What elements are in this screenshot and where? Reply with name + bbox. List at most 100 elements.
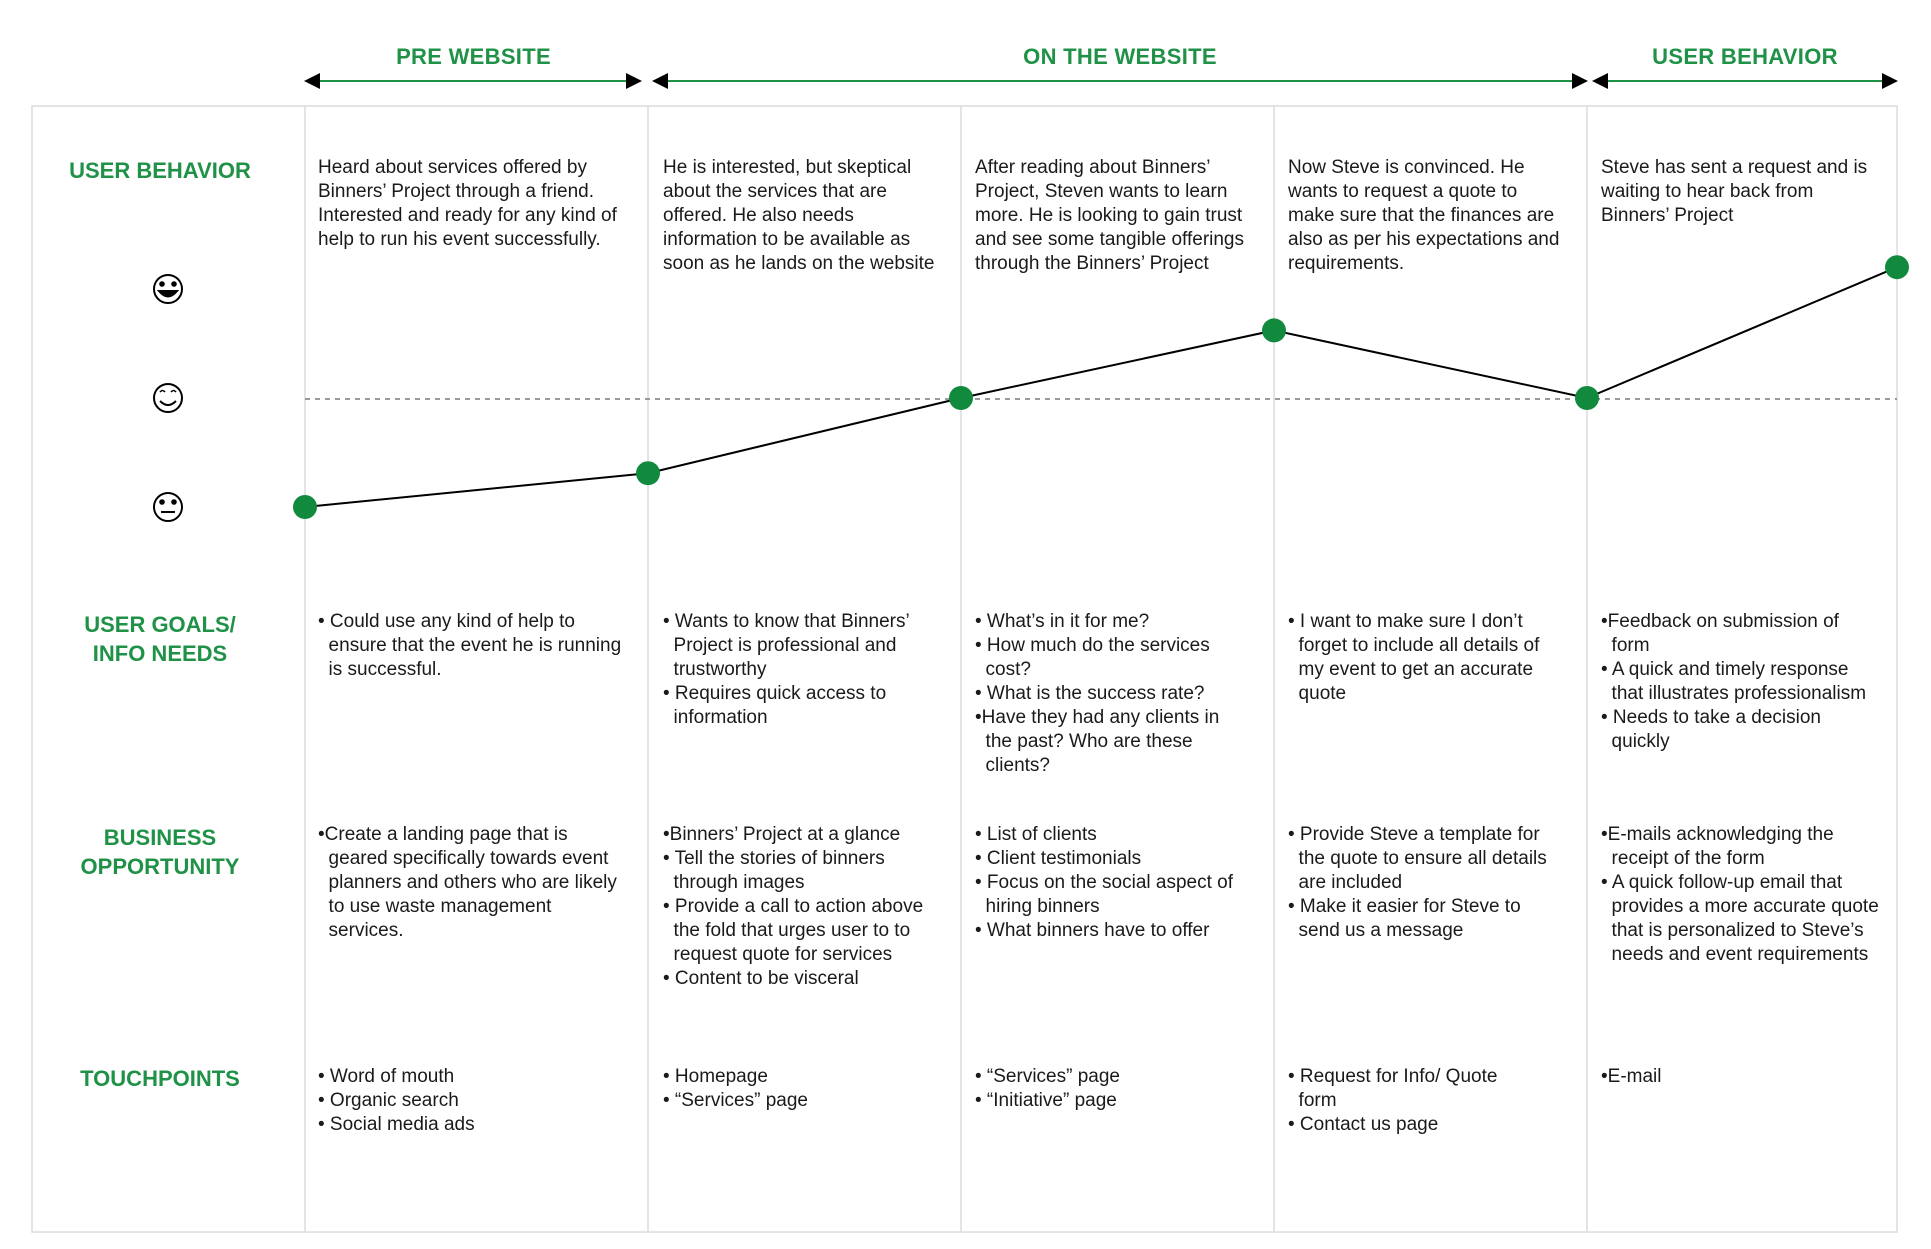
cell-opportunity-text: •E-mails acknowledging the receipt of th… <box>1601 823 1891 967</box>
cell-line: soon as he lands on the website <box>663 253 935 274</box>
outer-frame <box>31 105 1898 1233</box>
cell-line: clients? <box>975 755 1050 776</box>
cell-line: services. <box>318 920 404 941</box>
cell-line: Interested and ready for any kind of <box>318 205 617 226</box>
cell-behavior-text: Steve has sent a request and is waiting t… <box>1601 156 1891 228</box>
cell-line: • “Services” page <box>663 1090 808 1111</box>
cell-line: •Create a landing page that is <box>318 824 568 845</box>
arrowhead-left <box>1592 73 1608 89</box>
cell-line: •Have they had any clients in <box>975 707 1220 728</box>
cell-line: After reading about Binners’ <box>975 157 1211 178</box>
cell-line: • Make it easier for Steve to <box>1288 896 1521 917</box>
cell-line: my event to get an accurate <box>1288 659 1534 680</box>
cell-behavior-text: Now Steve is convinced. He wants to reque… <box>1288 156 1584 276</box>
cell-line: • Client testimonials <box>975 848 1142 869</box>
cell-line: also as per his expectations and <box>1288 229 1560 250</box>
cell-line: cost? <box>975 659 1031 680</box>
cell-touchpoints-text: • “Services” page • “Initiative” page <box>975 1065 1271 1113</box>
cell-line: quickly <box>1601 731 1670 752</box>
cell-line: • List of clients <box>975 824 1097 845</box>
phase-label-on-website: ON THE WEBSITE <box>1023 44 1217 69</box>
cell-line: the quote to ensure all details <box>1288 848 1547 869</box>
arrowhead-left <box>652 73 668 89</box>
cell-touchpoints-text: • Word of mouth• Organic search• Social … <box>318 1065 638 1137</box>
cell-line: Now Steve is convinced. He <box>1288 157 1525 178</box>
cell-line: geared specifically towards event <box>318 848 609 869</box>
phase-label-user-behavior: USER BEHAVIOR <box>1652 44 1838 69</box>
cell-line: Steve has sent a request and is <box>1601 157 1868 178</box>
cell-opportunity-text: •Binners’ Project at a glance • Tell the … <box>663 823 959 991</box>
emotion-point <box>293 495 317 519</box>
cell-line: • Organic search <box>318 1090 459 1111</box>
row-label-touchpoints: TOUCHPOINTS <box>80 1066 240 1091</box>
cell-line: make sure that the finances are <box>1288 205 1555 226</box>
cell-line: quote <box>1288 683 1347 704</box>
cell-line: planners and others who are likely <box>318 872 617 893</box>
cell-goals-text: • Wants to know that Binners’ Project is… <box>663 610 959 730</box>
cell-goals-text: • Could use any kind of help to ensure t… <box>318 610 638 682</box>
cell-line: • How much do the services <box>975 635 1210 656</box>
cell-line: • Homepage <box>663 1066 768 1087</box>
cell-line: ensure that the event he is running <box>318 635 622 656</box>
cell-line: • Provide Steve a template for <box>1288 824 1540 845</box>
cell-opportunity-text: •Create a landing page that is geared sp… <box>318 823 638 943</box>
cell-line: through the Binners’ Project <box>975 253 1209 274</box>
cell-line: • A quick and timely response <box>1601 659 1849 680</box>
cell-behavior-text: After reading about Binners’Project, Ste… <box>975 156 1271 276</box>
cell-line: information to be available as <box>663 229 911 250</box>
cell-line: to use waste management <box>318 896 552 917</box>
cell-line: • Focus on the social aspect of <box>975 872 1234 893</box>
arrowhead-right <box>1572 73 1588 89</box>
cell-line: are included <box>1288 872 1403 893</box>
cell-line: • What is the success rate? <box>975 683 1205 704</box>
row-label-user-behavior: USER BEHAVIOR <box>69 158 251 183</box>
cell-line: receipt of the form <box>1601 848 1765 869</box>
cell-line: is successful. <box>318 659 442 680</box>
cell-line: • I want to make sure I don’t <box>1288 611 1523 632</box>
cell-line: the fold that urges user to to <box>663 920 911 941</box>
cell-line: • Tell the stories of binners <box>663 848 885 869</box>
cell-line: •Feedback on submission of <box>1601 611 1839 632</box>
happy-face-icon <box>153 383 183 413</box>
cell-line: waiting to hear back from <box>1601 181 1814 202</box>
cell-line: trustworthy <box>663 659 767 680</box>
emotion-point <box>1575 386 1599 410</box>
cell-line: • Needs to take a decision <box>1601 707 1822 728</box>
cell-line: Binners’ Project <box>1601 205 1734 226</box>
cell-line: that illustrates professionalism <box>1601 683 1867 704</box>
cell-opportunity-text: • List of clients • Client testimonials • … <box>975 823 1271 943</box>
cell-line: Binners’ Project through a friend. <box>318 181 595 202</box>
cell-opportunity-text: • Provide Steve a template for the quote… <box>1288 823 1584 943</box>
cell-line: He is interested, but skeptical <box>663 157 912 178</box>
cell-line: • Content to be visceral <box>663 968 859 989</box>
cell-line: information <box>663 707 768 728</box>
cell-goals-text: • What’s in it for me?• How much do the … <box>975 610 1271 778</box>
cell-line: more. He is looking to gain trust <box>975 205 1243 226</box>
cell-line: •Binners’ Project at a glance <box>663 824 901 845</box>
cell-line: the past? Who are these <box>975 731 1193 752</box>
cell-goals-text: • I want to make sure I don’t forget to … <box>1288 610 1584 706</box>
arrowhead-right <box>1882 73 1898 89</box>
cell-touchpoints-text: • Request for Info/ Quote form• Contact … <box>1288 1065 1584 1137</box>
cell-line: provides a more accurate quote <box>1601 896 1879 917</box>
row-label-user-goals: USER GOALS/INFO NEEDS <box>84 612 236 666</box>
cell-line: help to run his event successfully. <box>318 229 601 250</box>
cell-line: requirements. <box>1288 253 1405 274</box>
cell-line: • “Initiative” page <box>975 1090 1117 1111</box>
cell-line: and see some tangible offerings <box>975 229 1244 250</box>
cell-line: • Provide a call to action above <box>663 896 924 917</box>
arrowhead-right <box>626 73 642 89</box>
cell-line: form <box>1601 635 1650 656</box>
emotion-point <box>949 386 973 410</box>
emotion-curve-line <box>304 266 1898 508</box>
cell-line: •E-mails acknowledging the <box>1601 824 1834 845</box>
cell-line: • What binners have to offer <box>975 920 1210 941</box>
emotion-point <box>636 461 660 486</box>
cell-line: wants to request a quote to <box>1288 181 1518 202</box>
cell-line: • “Services” page <box>975 1066 1120 1087</box>
cell-line: send us a message <box>1288 920 1464 941</box>
